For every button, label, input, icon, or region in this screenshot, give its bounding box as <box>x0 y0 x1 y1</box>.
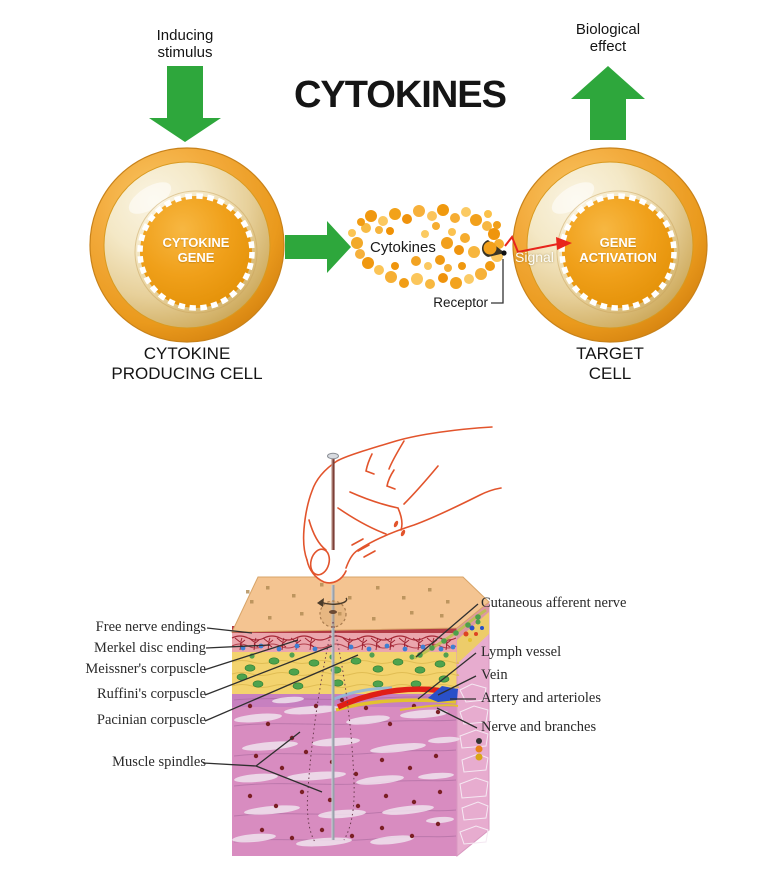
label-meissners-corpuscle: Meissner's corpuscle <box>85 661 206 677</box>
receptor-label: Receptor <box>433 295 488 310</box>
pin-upper <box>327 452 339 550</box>
cytokine-producing-cell <box>89 147 285 343</box>
label-nerve-and-branches: Nerve and branches <box>481 719 597 735</box>
dermis-texture <box>231 657 460 690</box>
pin-lower <box>306 585 355 843</box>
label-muscle-spindles: Muscle spindles <box>112 754 206 770</box>
inducing-arrow-down <box>149 66 221 142</box>
cytokines-cloud-dots <box>348 204 504 289</box>
inducing-stimulus-label: Inducing stimulus <box>156 27 214 62</box>
meissner-corpuscles <box>236 657 450 690</box>
deformation-dotted-lines <box>306 621 355 843</box>
label-lymph-vessel: Lymph vessel <box>481 644 562 660</box>
label-vein: Vein <box>481 667 508 683</box>
leader-lines <box>202 603 479 793</box>
muscle-texture <box>232 695 460 847</box>
cutaneous-afferent-nerve <box>413 608 487 660</box>
cytokines-cloud-label: Cytokines <box>370 239 436 256</box>
receptor-icon <box>481 240 507 304</box>
label-cutaneous-afferent-nerve: Cutaneous afferent nerve <box>481 595 627 611</box>
label-free-nerve-endings: Free nerve endings <box>95 619 206 635</box>
cytokines-diagram <box>89 66 708 343</box>
skin-block-side <box>456 600 490 858</box>
target-cell <box>512 147 708 343</box>
label-artery-and-arterioles: Artery and arterioles <box>481 690 601 706</box>
hand-illustration <box>302 426 502 584</box>
target-cell-caption: TARGET CELL <box>576 344 644 384</box>
vein <box>428 686 458 702</box>
muscle-spindle-dots <box>247 697 443 841</box>
biological-arrow-up <box>571 66 645 140</box>
signal-label: Signal <box>515 249 554 265</box>
pin-head <box>327 452 339 460</box>
gene-activation-label: GENE ACTIVATION <box>579 235 657 265</box>
cytokine-gene-label: CYTOKINE GENE <box>162 235 230 265</box>
label-merkel-disc-ending: Merkel disc ending <box>94 640 206 656</box>
merkel-cells <box>240 643 456 652</box>
skin-block-top <box>231 576 490 633</box>
free-nerve-endings-texture <box>231 635 457 651</box>
skin-anatomy-diagram <box>202 426 502 858</box>
secretion-arrow-right <box>285 221 351 273</box>
label-ruffinis-corpuscle: Ruffini's corpuscle <box>96 686 206 702</box>
label-pacinian-corpuscle: Pacinian corpuscle <box>96 712 206 728</box>
lymph-vessel <box>331 686 393 702</box>
biological-effect-label: Biological effect <box>575 21 641 56</box>
cytokines-title: CYTOKINES <box>293 74 507 116</box>
signal-arrow <box>504 235 572 254</box>
producing-cell-caption: CYTOKINE PRODUCING CELL <box>111 344 263 384</box>
